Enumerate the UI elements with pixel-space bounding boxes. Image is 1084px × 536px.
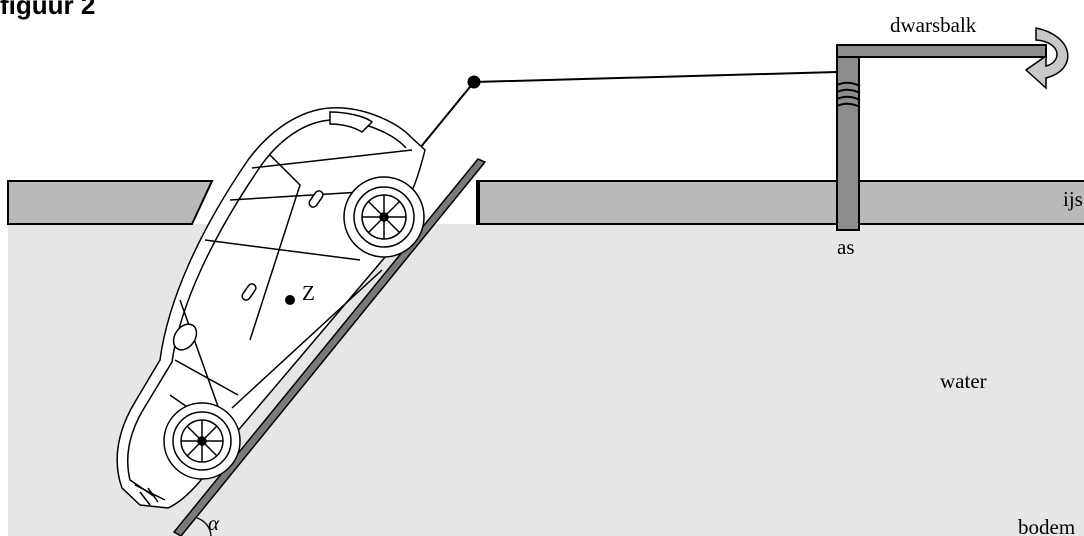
label-water: water — [940, 369, 987, 393]
car-wheel-front — [163, 402, 241, 480]
center-of-mass-dot — [285, 295, 295, 305]
crossbar — [836, 44, 1047, 58]
angle-arc — [196, 517, 212, 536]
ramp-plank — [172, 158, 487, 536]
rope-pulley-point — [467, 75, 481, 89]
rope-windings — [836, 81, 861, 108]
ice-slab-right — [476, 180, 1084, 225]
label-crossbar: dwarsbalk — [890, 13, 977, 37]
label-angle: α — [208, 511, 220, 535]
label-ice: ijs — [1063, 187, 1083, 211]
rotation-arrow-icon — [1024, 27, 1069, 90]
label-axle: as — [837, 235, 855, 259]
car-wheel-rear — [343, 176, 425, 258]
vertical-post — [836, 49, 860, 231]
label-center-of-mass: Z — [302, 281, 315, 305]
figure-title: figuur 2 — [0, 0, 95, 20]
tow-rope — [419, 71, 838, 149]
label-bottom: bodem — [1018, 515, 1075, 536]
ice-slab-left — [7, 180, 214, 225]
